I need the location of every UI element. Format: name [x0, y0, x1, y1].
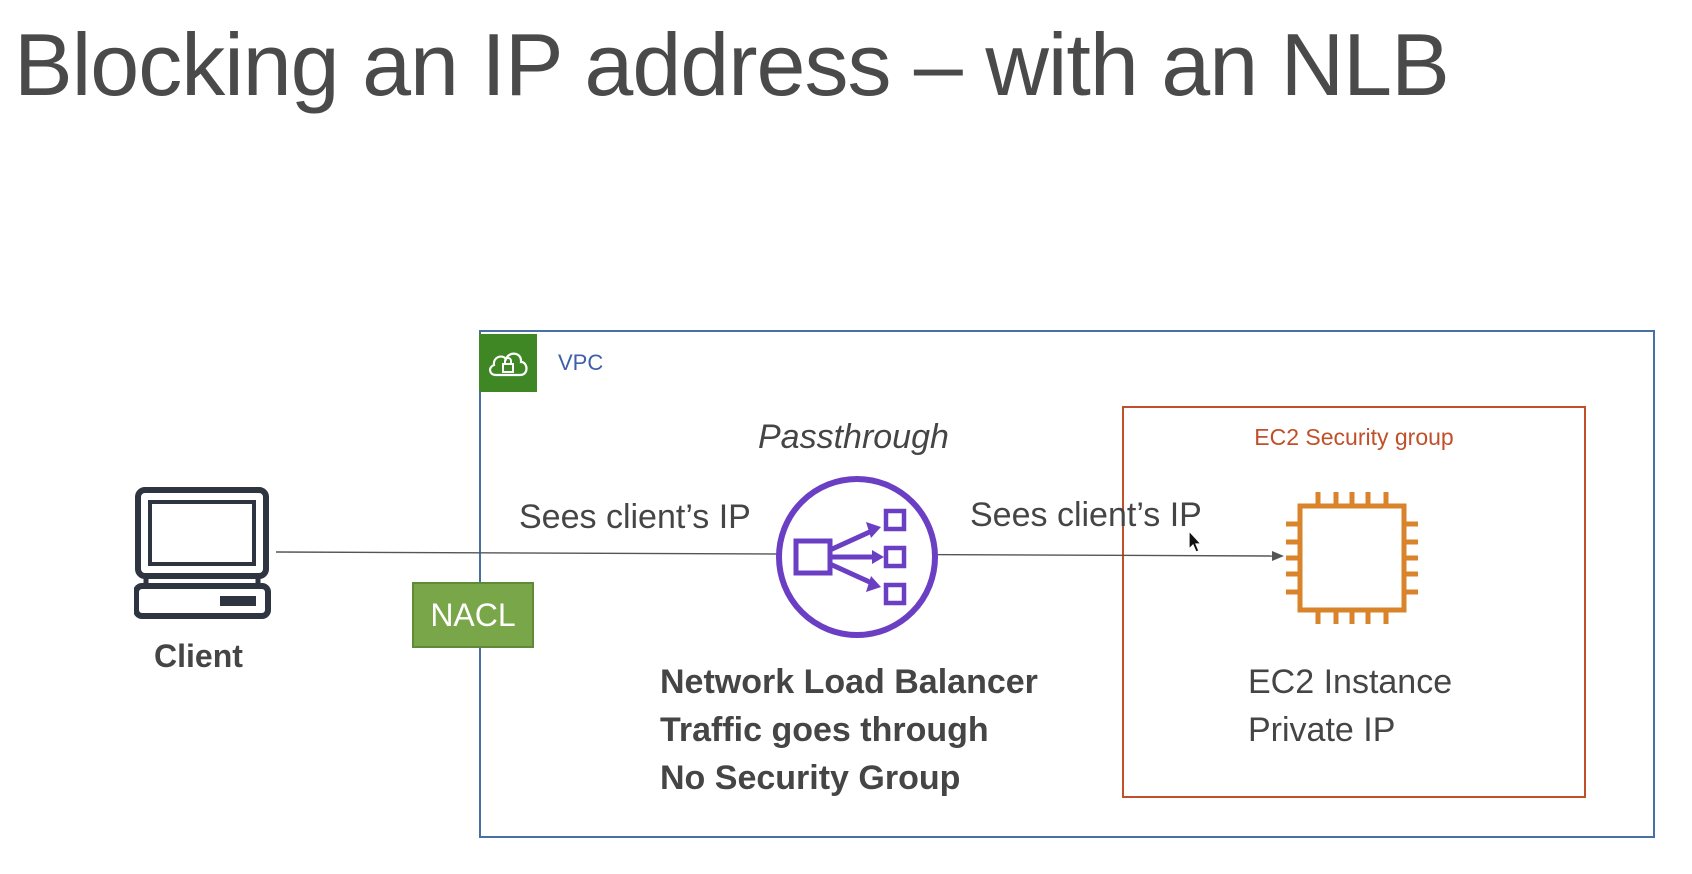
- ec2-chip-icon: [1286, 492, 1418, 624]
- nlb-to-ec2-label: Sees client’s IP: [970, 496, 1202, 534]
- laptop-icon: [134, 487, 271, 619]
- vpc-cloud-lock-icon: [479, 334, 537, 392]
- ec2-description-line: EC2 Instance: [1248, 663, 1453, 701]
- slide-title: Blocking an IP address – with an NLB: [14, 15, 1450, 114]
- mouse-cursor-icon: [1188, 530, 1203, 553]
- security-group-boundary: [1122, 406, 1586, 798]
- passthrough-label: Passthrough: [758, 418, 949, 456]
- nlb-description-line: Network Load Balancer: [660, 663, 1038, 701]
- client-to-nlb-label: Sees client’s IP: [519, 498, 751, 536]
- nlb-description-line: Traffic goes through: [660, 711, 989, 749]
- client-label: Client: [154, 638, 243, 674]
- nlb-description: Network Load Balancer Traffic goes throu…: [660, 658, 1038, 802]
- security-group-label: EC2 Security group: [1254, 424, 1454, 450]
- vpc-label: VPC: [558, 350, 604, 375]
- nlb-description-line: No Security Group: [660, 759, 961, 797]
- ec2-description-line: Private IP: [1248, 711, 1396, 749]
- network-load-balancer-icon: [776, 476, 938, 638]
- nacl-badge: NACL: [412, 582, 534, 648]
- ec2-description: EC2 Instance Private IP: [1248, 658, 1452, 754]
